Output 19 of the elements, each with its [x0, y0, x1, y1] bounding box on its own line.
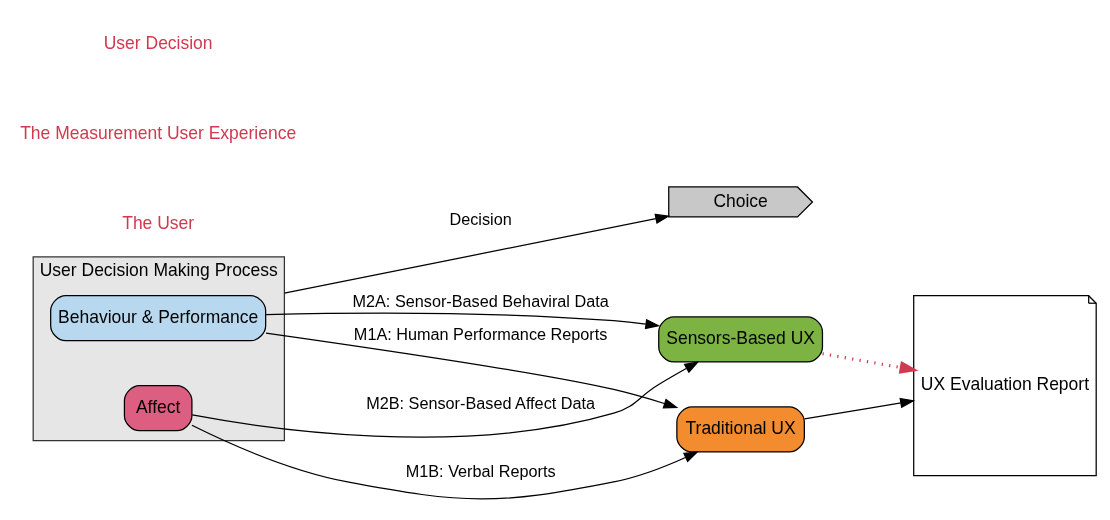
- arrow: [283, 213, 671, 294]
- edge-label: M2B: Sensor-Based Affect Data: [366, 393, 596, 412]
- edge-label: M2A: Sensor-Based Behaviral Data: [352, 291, 609, 310]
- label: The Measurement User Experience: [20, 122, 297, 143]
- edge-label: M1A: Human Performance Reports: [353, 324, 608, 343]
- node-box: Behaviour & Performance: [50, 294, 267, 341]
- arrow: [803, 397, 916, 420]
- label: User Decision: [103, 32, 213, 53]
- edge-label: M1B: Verbal Reports: [405, 461, 556, 480]
- arrow: [191, 424, 699, 500]
- edge-label: Decision: [449, 209, 512, 228]
- node-box: Traditional UX: [676, 405, 805, 453]
- node-box: Affect: [123, 384, 193, 431]
- arrow: [822, 351, 919, 374]
- arrow: [265, 331, 679, 408]
- node-box: Sensors-Based UX: [658, 315, 824, 363]
- label: The User: [122, 212, 195, 233]
- arrow: [191, 360, 700, 438]
- arrow: [265, 312, 661, 329]
